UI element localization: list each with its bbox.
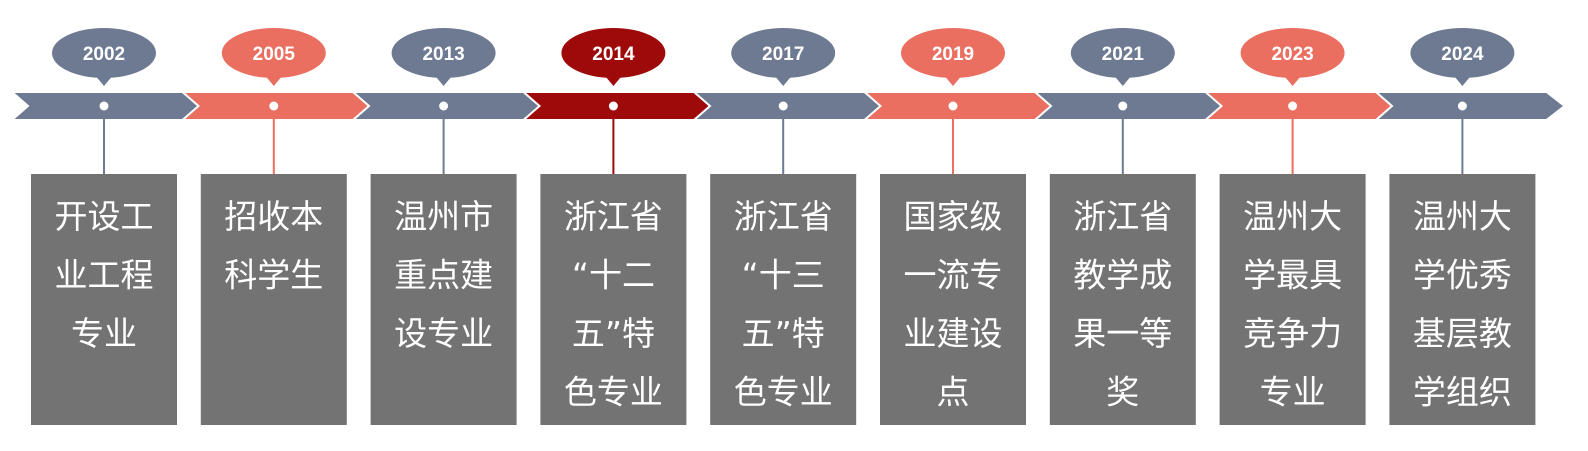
timeline-arrow-segment-2019 [861, 91, 1055, 121]
milestone-box-2013 [370, 174, 517, 425]
milestone-text-line: 专业 [1260, 373, 1326, 412]
milestone-box-2002 [31, 174, 177, 425]
year-bubble-2014: 2014 [561, 28, 666, 86]
milestone-text-line: 教学成 [1073, 256, 1172, 295]
year-bubble-2002: 2002 [52, 28, 156, 86]
year-label: 2024 [1441, 44, 1484, 65]
year-bubble-shape [1070, 28, 1175, 78]
year-label: 2021 [1102, 44, 1145, 65]
milestone-text-line: 五”特 [742, 314, 825, 353]
year-bubble-pointer [1452, 74, 1473, 86]
timeline-dot-2013 [439, 101, 449, 111]
timeline-arrow-segment-2024 [1373, 91, 1567, 121]
milestone-box-2019 [880, 174, 1026, 425]
timeline-arrow-segment-2023 [1202, 91, 1396, 121]
timeline-dot-2024 [1457, 101, 1467, 111]
milestone-box-2024 [1389, 174, 1536, 425]
year-label: 2017 [762, 44, 804, 65]
milestone-box-2017 [710, 174, 857, 425]
year-bubble-2019: 2019 [901, 28, 1005, 86]
milestone-text-line: 设专业 [394, 314, 493, 353]
year-bubble-pointer [773, 74, 794, 86]
year-label: 2014 [592, 44, 635, 65]
year-bubble-pointer [263, 74, 284, 86]
milestone-text-line: 专业 [71, 314, 137, 353]
milestone-box-2021 [1049, 174, 1196, 425]
year-bubble-2005: 2005 [221, 28, 326, 86]
milestone-text-line: 温州大 [1243, 197, 1342, 236]
year-bubble-shape [901, 28, 1005, 78]
year-bubble-shape [1240, 28, 1345, 78]
year-label: 2005 [253, 44, 296, 65]
timeline-dot-2014 [608, 101, 618, 111]
milestone-text-line: 温州市 [394, 197, 493, 236]
year-bubble-2024: 2024 [1410, 28, 1515, 86]
year-bubble-pointer [943, 74, 963, 86]
milestone-text-line: 科学生 [224, 256, 323, 295]
year-bubble-pointer [94, 74, 114, 86]
milestone-text-line: 重点建 [394, 256, 493, 295]
milestone-text-line: 竞争力 [1243, 314, 1342, 353]
year-label: 2002 [83, 44, 125, 65]
milestone-text-line: 学组织 [1413, 373, 1512, 412]
milestone-text-line: 浙江省 [1073, 197, 1172, 236]
timeline-dot-2019 [948, 101, 958, 111]
year-bubble-shape [1410, 28, 1515, 78]
year-bubble-2023: 2023 [1240, 28, 1345, 86]
year-bubble-pointer [603, 74, 624, 86]
milestone-text-line: 招收本 [224, 197, 323, 236]
year-label: 2013 [422, 44, 464, 65]
year-bubble-shape [391, 28, 496, 78]
milestone-text-line: 五”特 [572, 314, 655, 353]
timeline-dot-2002 [99, 101, 109, 111]
milestone-text-line: 果一等 [1073, 314, 1172, 353]
timeline-arrow-segment-2017 [691, 91, 885, 121]
milestone-text-line: 一流专 [904, 256, 1003, 295]
milestone-text-line: “十二 [572, 256, 655, 295]
year-bubble-shape [731, 28, 836, 78]
milestone-text-line: 色专业 [564, 373, 663, 412]
year-bubble-pointer [1282, 74, 1303, 86]
year-bubble-pointer [433, 74, 454, 86]
milestone-text-line: 业建设 [904, 314, 1003, 353]
year-bubble-shape [52, 28, 156, 78]
timeline-dot-2017 [778, 101, 788, 111]
year-bubble-2013: 2013 [391, 28, 496, 86]
milestone-text-line: 学优秀 [1413, 256, 1512, 295]
year-bubble-shape [221, 28, 326, 78]
milestone-text-line: 温州大 [1413, 197, 1512, 236]
timeline-dot-2023 [1288, 101, 1298, 111]
milestone-box-2014 [540, 174, 687, 425]
milestone-text-line: “十三 [742, 256, 825, 295]
year-label: 2023 [1271, 44, 1313, 65]
milestone-text-line: 点 [937, 373, 970, 412]
milestone-text-line: 学最具 [1243, 256, 1342, 295]
year-label: 2019 [932, 44, 974, 65]
milestone-box-2023 [1219, 174, 1366, 425]
milestone-text-line: 色专业 [734, 373, 833, 412]
year-bubble-2021: 2021 [1070, 28, 1175, 86]
timeline-arrow-segment-2021 [1032, 91, 1226, 121]
milestone-text-line: 业工程 [55, 256, 154, 295]
milestone-text-line: 开设工 [55, 197, 154, 236]
timeline-dot-2005 [269, 101, 279, 111]
milestone-text-line: 浙江省 [734, 197, 833, 236]
milestone-text-line: 浙江省 [564, 197, 663, 236]
year-bubble-shape [561, 28, 666, 78]
year-bubble-pointer [1112, 74, 1133, 86]
milestone-text-line: 国家级 [904, 197, 1003, 236]
milestone-text-line: 奖 [1106, 373, 1139, 412]
milestone-text-line: 基层教 [1413, 314, 1512, 353]
timeline-dot-2021 [1118, 101, 1128, 111]
milestone-box-2005 [200, 174, 347, 425]
year-bubble-2017: 2017 [731, 28, 836, 86]
